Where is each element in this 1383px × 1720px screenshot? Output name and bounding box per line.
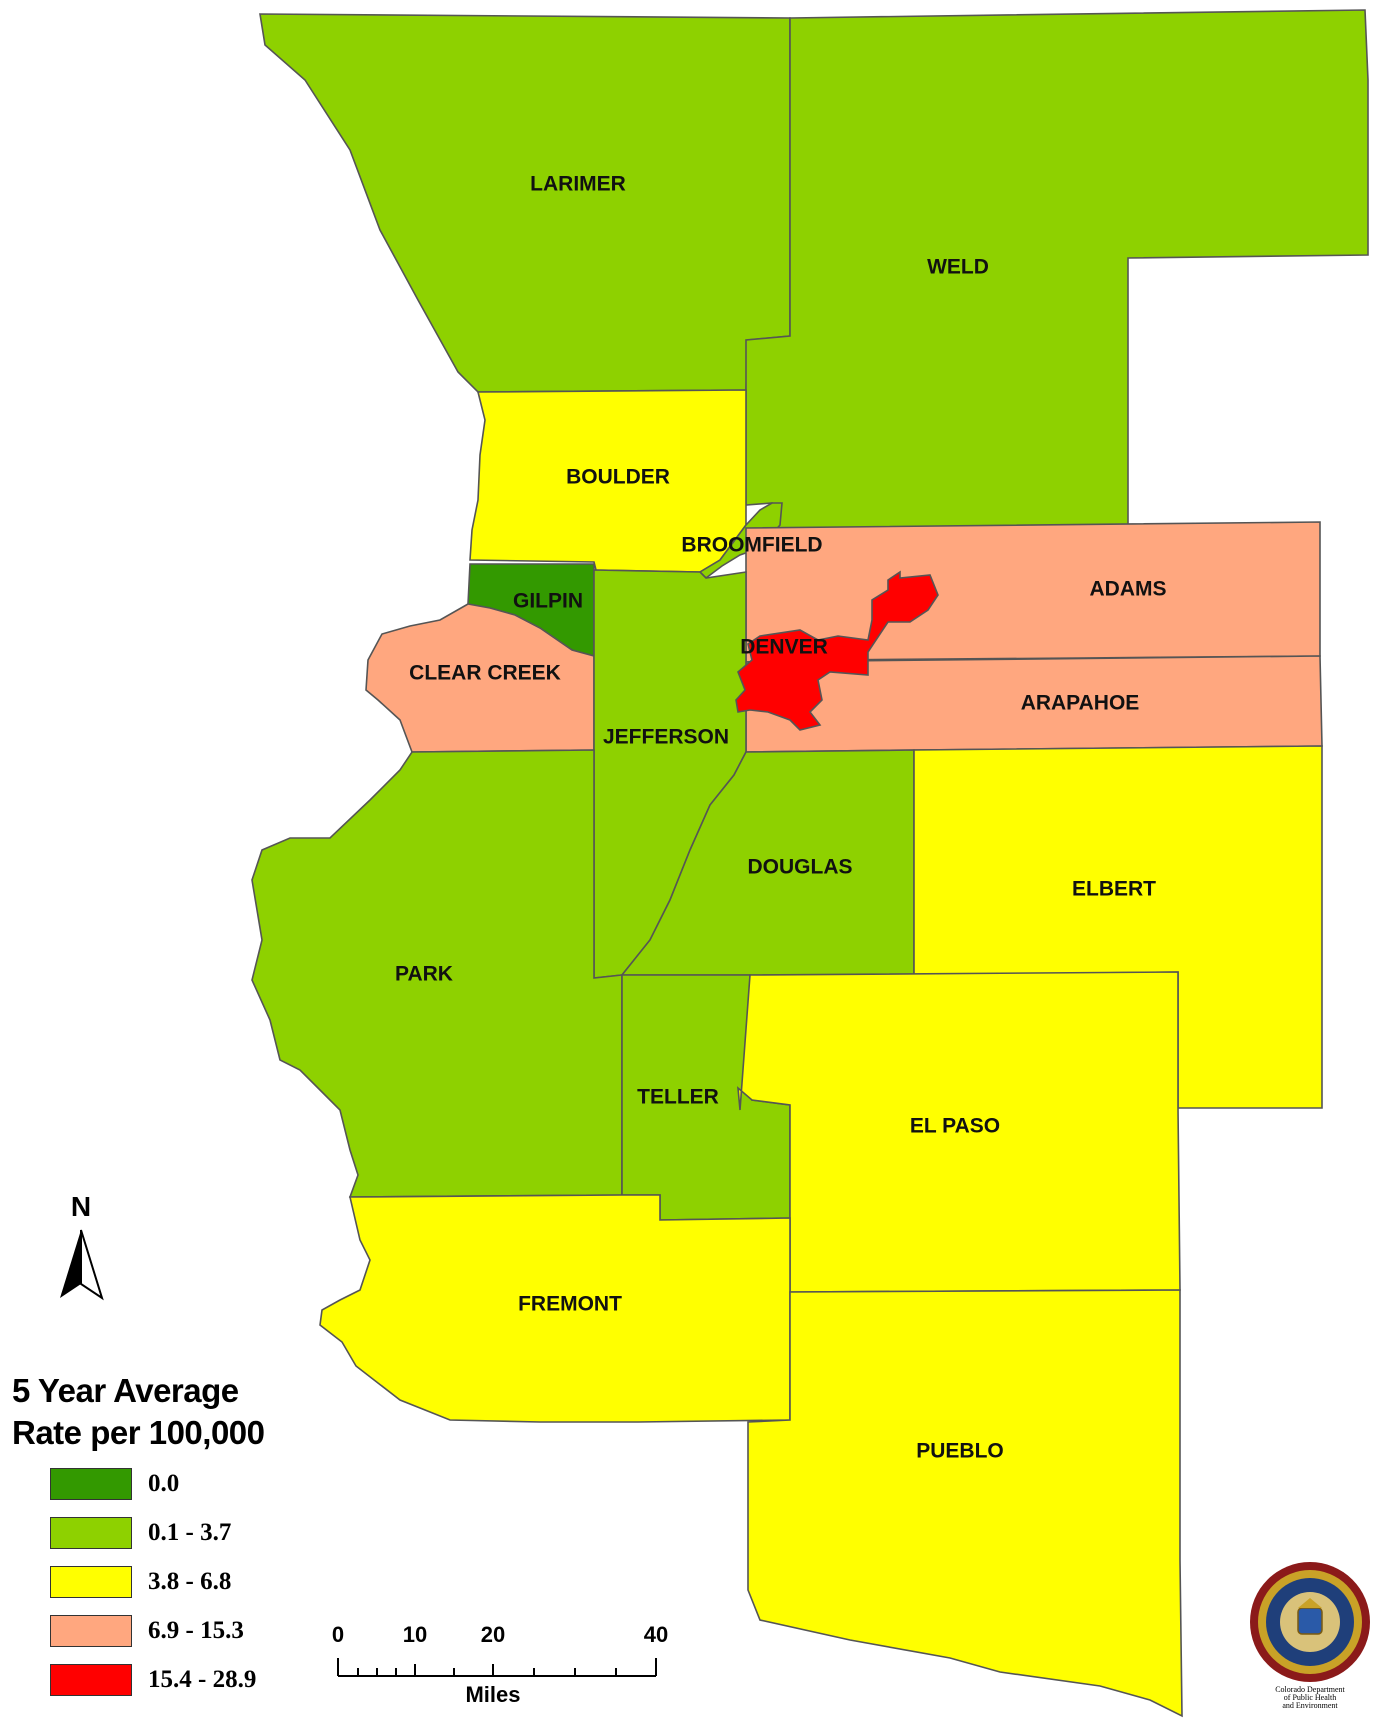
legend-item-label: 15.4 - 28.9 <box>148 1666 257 1693</box>
county-fremont[interactable] <box>319 1194 791 1423</box>
scale-bar-line <box>337 1658 657 1677</box>
north-arrow: N <box>60 1192 104 1301</box>
legend-title: 5 Year Average Rate per 100,000 <box>12 1370 265 1454</box>
legend-item-label: 3.8 - 6.8 <box>148 1568 232 1595</box>
legend-swatch <box>50 1566 132 1598</box>
scale-tick-label: 0 <box>332 1622 344 1647</box>
county-boulder[interactable] <box>469 389 747 573</box>
scale-tick-label: 10 <box>403 1622 427 1647</box>
legend-item: 15.4 - 28.9 <box>50 1664 256 1696</box>
seal-caption-line: Colorado Department <box>1275 1685 1345 1694</box>
county-pueblo[interactable] <box>747 1289 1183 1718</box>
county-denver[interactable] <box>735 570 939 731</box>
colorado-seal: Colorado Department of Public Health and… <box>1250 1562 1370 1710</box>
legend-item: 3.8 - 6.8 <box>50 1566 256 1598</box>
legend-item: 0.1 - 3.7 <box>50 1517 256 1549</box>
seal-caption-line: of Public Health <box>1284 1693 1336 1702</box>
scale-unit-label: Miles <box>465 1682 520 1707</box>
scale-tick-label: 20 <box>481 1622 505 1647</box>
scale-tick-label: 40 <box>644 1622 668 1647</box>
legend-item: 6.9 - 15.3 <box>50 1615 256 1647</box>
north-arrow-label: N <box>71 1192 91 1222</box>
seal-icon <box>1250 1562 1370 1682</box>
legend-title-line2: Rate per 100,000 <box>12 1414 265 1452</box>
legend-swatch <box>50 1664 132 1696</box>
legend-item-label: 0.1 - 3.7 <box>148 1519 232 1546</box>
legend-swatch <box>50 1468 132 1500</box>
legend-swatch <box>50 1615 132 1647</box>
legend-item-label: 6.9 - 15.3 <box>148 1617 244 1644</box>
legend-item: 0.0 <box>50 1468 256 1500</box>
north-arrow-icon <box>60 1229 104 1301</box>
legend-item-label: 0.0 <box>148 1470 180 1497</box>
county-park[interactable] <box>251 749 623 1198</box>
county-larimer[interactable] <box>259 13 791 393</box>
seal-caption-line: and Environment <box>1282 1701 1338 1710</box>
county-clear-creek[interactable] <box>365 603 595 753</box>
county-weld[interactable] <box>745 9 1369 529</box>
legend-swatch <box>50 1517 132 1549</box>
scale-bar: 0 10 20 40 Miles <box>332 1622 668 1707</box>
legend-title-line1: 5 Year Average <box>12 1372 239 1409</box>
county-broomfield[interactable] <box>698 502 783 580</box>
county-elpaso[interactable] <box>737 971 1181 1293</box>
legend: 0.0 0.1 - 3.7 3.8 - 6.8 6.9 - 15.3 15.4 … <box>50 1468 256 1713</box>
